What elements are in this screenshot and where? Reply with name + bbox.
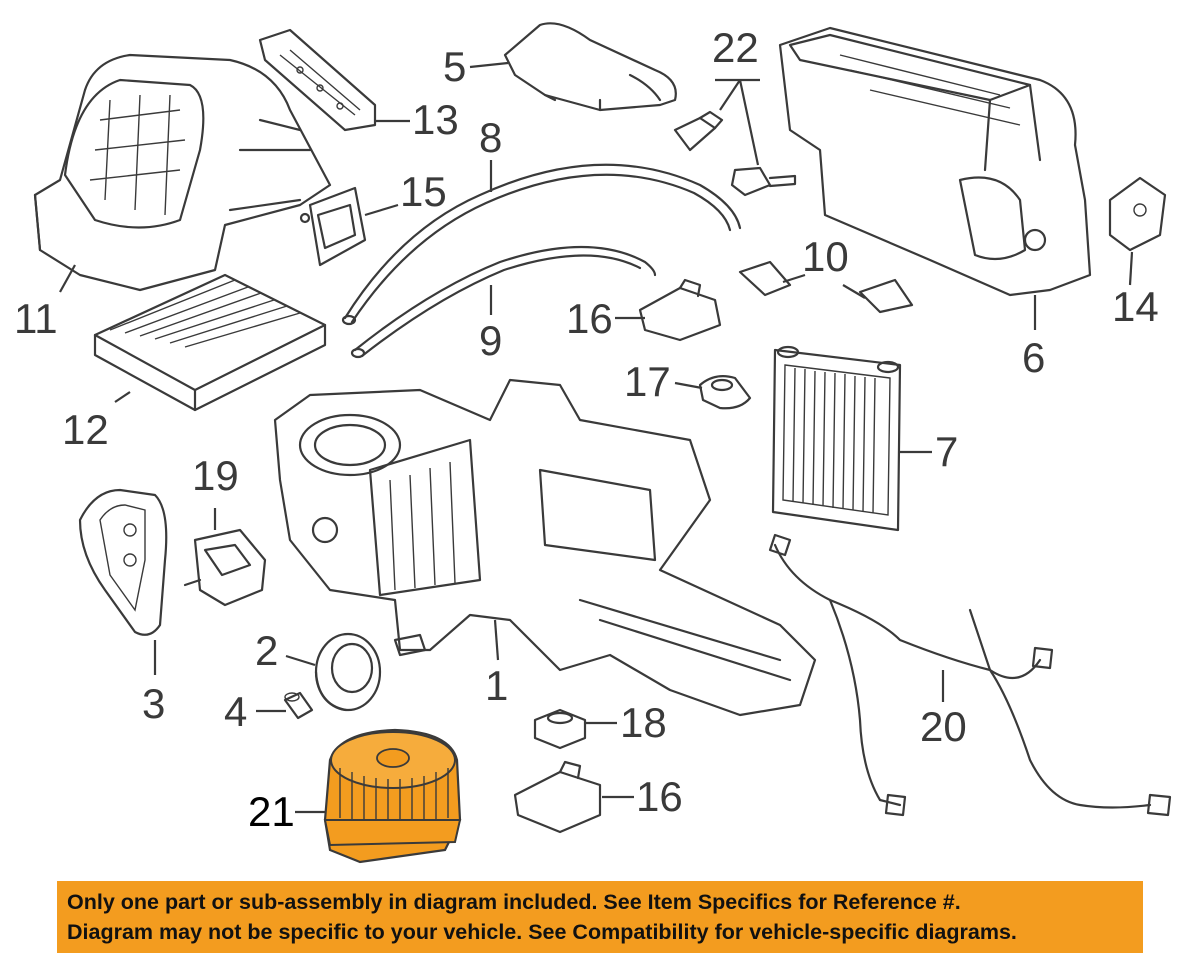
callout-labels: 1 2 3 4 5 6 7 8 9 10 11 12 13 14 15 16 1… bbox=[14, 24, 1159, 835]
leader-lines bbox=[59, 61, 1134, 814]
part-8-tube bbox=[341, 163, 742, 326]
callout-8: 8 bbox=[479, 114, 502, 161]
part-5-duct bbox=[503, 22, 677, 112]
part-14-actuator bbox=[1108, 176, 1167, 252]
callout-11: 11 bbox=[14, 295, 58, 342]
part-11-inlet-housing bbox=[33, 53, 332, 292]
callout-16-lower: 16 bbox=[636, 773, 683, 820]
callout-16-upper: 16 bbox=[566, 295, 613, 342]
callout-2: 2 bbox=[255, 627, 278, 674]
part-15-actuator bbox=[299, 186, 367, 267]
callout-4: 4 bbox=[224, 688, 247, 735]
part-18-mount bbox=[533, 708, 587, 750]
callout-12: 12 bbox=[62, 406, 109, 453]
parts-diagram: 1 2 3 4 5 6 7 8 9 10 11 12 13 14 15 16 1… bbox=[14, 22, 1172, 864]
part-7-heater-core bbox=[771, 345, 902, 532]
callout-1: 1 bbox=[485, 662, 508, 709]
notice-banner: Only one part or sub-assembly in diagram… bbox=[57, 881, 1143, 953]
part-6-evaporator-case bbox=[778, 26, 1092, 297]
callout-20: 20 bbox=[920, 703, 967, 750]
callout-5: 5 bbox=[443, 43, 466, 90]
callout-14: 14 bbox=[1112, 283, 1159, 330]
part-16-actuator-lower bbox=[513, 760, 602, 834]
callout-19: 19 bbox=[192, 452, 239, 499]
callout-6: 6 bbox=[1022, 334, 1045, 381]
part-19-expansion-valve bbox=[183, 528, 267, 607]
callout-7: 7 bbox=[935, 428, 958, 475]
part-1-hvac-housing bbox=[273, 378, 817, 717]
callout-13: 13 bbox=[412, 96, 459, 143]
callout-22: 22 bbox=[712, 24, 759, 71]
part-2-motor-cover bbox=[314, 632, 382, 712]
callout-17: 17 bbox=[624, 358, 671, 405]
part-13-bracket bbox=[258, 28, 377, 132]
part-4-bushing bbox=[283, 691, 314, 720]
part-16-actuator-upper bbox=[638, 278, 722, 342]
callout-15: 15 bbox=[400, 168, 447, 215]
part-21-blower-motor bbox=[323, 728, 462, 864]
part-17-motor-cap bbox=[698, 375, 752, 410]
part-9-tube bbox=[350, 245, 657, 359]
part-10-clips bbox=[738, 260, 914, 314]
part-20-wiring-harness bbox=[768, 533, 1172, 817]
part-12-cabin-filter bbox=[93, 273, 327, 412]
notice-line-1: Only one part or sub-assembly in diagram… bbox=[67, 890, 961, 914]
callout-10: 10 bbox=[802, 233, 849, 280]
notice-line-2: Diagram may not be specific to your vehi… bbox=[67, 920, 1017, 944]
callout-3: 3 bbox=[142, 680, 165, 727]
part-22-sensors bbox=[673, 110, 797, 197]
callout-21: 21 bbox=[248, 788, 295, 835]
callout-18: 18 bbox=[620, 699, 667, 746]
callout-9: 9 bbox=[479, 317, 502, 364]
part-3-seal bbox=[78, 488, 168, 636]
